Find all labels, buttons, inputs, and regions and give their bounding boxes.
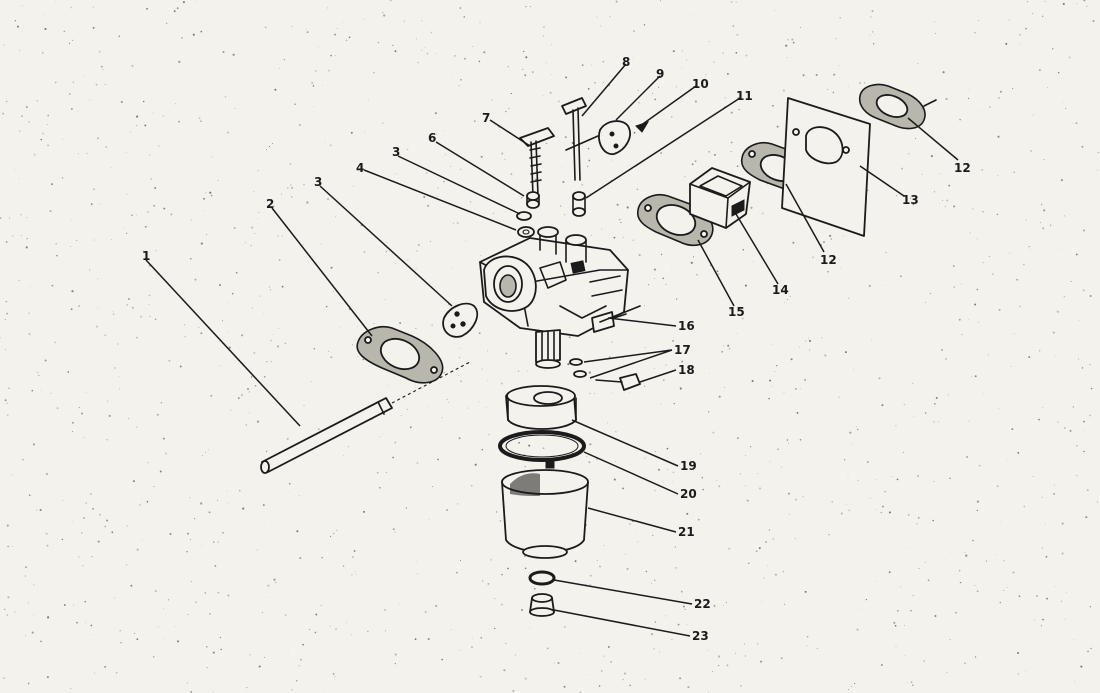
callout-6: 6 xyxy=(428,131,436,145)
callout-19: 19 xyxy=(680,459,697,473)
callout-labels: 1 2 3 3 4 6 7 8 9 10 11 12 12 13 14 15 1… xyxy=(142,55,971,643)
part-1-shaft xyxy=(260,361,471,474)
callout-10: 10 xyxy=(692,77,709,91)
carburetor-body xyxy=(479,226,629,369)
callout-7: 7 xyxy=(482,111,490,125)
callout-17: 17 xyxy=(674,343,691,357)
leader-lines xyxy=(145,63,959,637)
callout-3: 3 xyxy=(314,175,322,189)
part-5-washer xyxy=(516,211,532,221)
callout-21: 21 xyxy=(678,525,695,539)
callout-4: 4 xyxy=(356,161,364,175)
callout-13: 13 xyxy=(902,193,919,207)
part-14-spacer xyxy=(689,167,751,229)
part-2-gasket xyxy=(356,326,444,384)
callout-12: 12 xyxy=(954,161,971,175)
part-4-seal xyxy=(517,226,535,238)
callout-18: 18 xyxy=(678,363,695,377)
part-17-washers xyxy=(569,358,587,378)
callout-14: 14 xyxy=(772,283,789,297)
callout-2: 2 xyxy=(266,197,274,211)
part-21-float-bowl xyxy=(501,469,589,559)
part-18-screw xyxy=(595,373,641,391)
part-7-lever xyxy=(519,127,555,197)
callout-11: 11 xyxy=(736,89,753,103)
part-22-washer xyxy=(528,570,556,586)
part-8-choke-lever xyxy=(561,97,599,181)
part-11-seal xyxy=(572,191,586,217)
callout-8: 8 xyxy=(622,55,630,69)
callout-3: 3 xyxy=(392,145,400,159)
part-16-pin xyxy=(599,305,641,323)
part-10-screw xyxy=(635,121,650,133)
part-20-o-ring xyxy=(498,430,586,469)
part-6-spring xyxy=(526,191,540,209)
part-9-choke-plate xyxy=(598,120,631,155)
callout-1: 1 xyxy=(142,249,150,263)
callout-20: 20 xyxy=(680,487,697,501)
callout-12: 12 xyxy=(820,253,837,267)
part-12-gasket-upper xyxy=(858,83,937,130)
part-13-plate xyxy=(781,97,871,237)
callout-9: 9 xyxy=(656,67,664,81)
callout-23: 23 xyxy=(692,629,709,643)
callout-22: 22 xyxy=(694,597,711,611)
callout-15: 15 xyxy=(728,305,745,319)
part-23-bowl-nut xyxy=(529,593,555,617)
callout-16: 16 xyxy=(678,319,695,333)
part-3-throttle-plate xyxy=(442,302,479,338)
part-19-float xyxy=(505,385,577,430)
